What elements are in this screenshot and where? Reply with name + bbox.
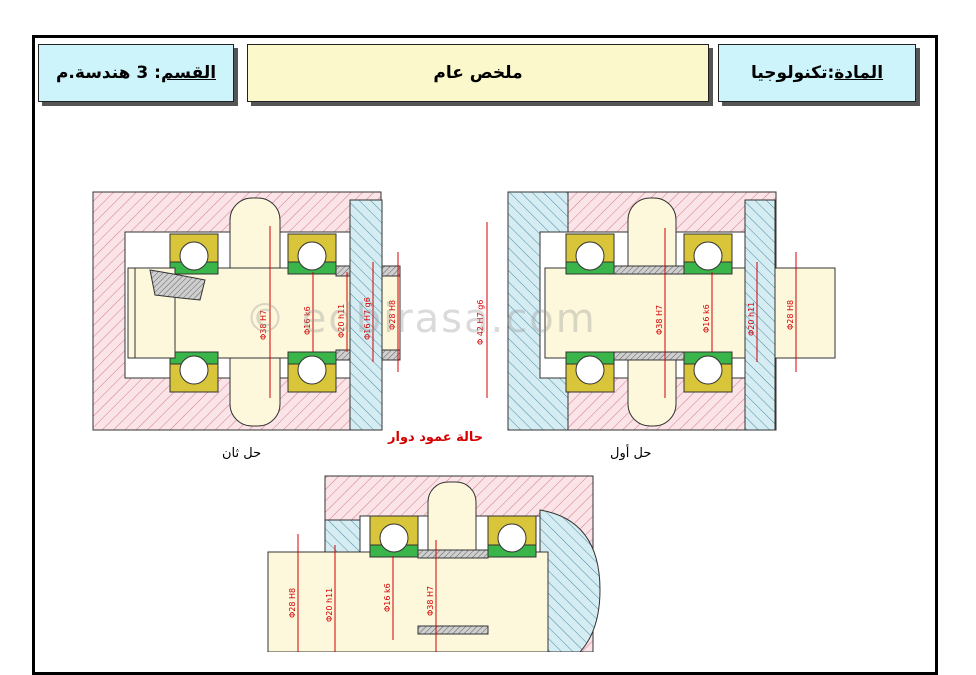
subject-label: المادة bbox=[834, 63, 884, 83]
left-dim-1: Φ38 H7 bbox=[259, 310, 268, 340]
department-label: القسم bbox=[160, 63, 217, 83]
department-box: القسم: 3 هندسة.م bbox=[38, 44, 234, 102]
right-dim-3: Φ16 k6 bbox=[702, 304, 711, 333]
title-box: ملخص عام bbox=[247, 44, 709, 102]
left-dim-2: Φ16 k6 bbox=[303, 306, 312, 335]
right-dim-1: Φ 42 H7 g6 bbox=[476, 300, 485, 345]
right-dim-2: Φ38 H7 bbox=[655, 305, 664, 335]
left-dim-5: Φ28 H8 bbox=[388, 300, 397, 330]
subject-box: المادة:تكنولوجيا bbox=[718, 44, 916, 102]
left-assembly: Φ38 H7 Φ16 k6 Φ20 h11 Φ16 H7 g6 Φ28 H8 bbox=[92, 191, 401, 431]
caption-second-solution: حل ثان bbox=[222, 446, 262, 461]
department-value: : 3 هندسة.م bbox=[55, 63, 161, 83]
engineering-drawing: Φ38 H7 Φ16 k6 Φ20 h11 Φ16 H7 g6 Φ28 H8 bbox=[92, 191, 836, 652]
subject-value: :تكنولوجيا bbox=[750, 63, 835, 83]
bottom-assembly: Φ28 H8 Φ20 h11 Φ16 k6 Φ38 H7 bbox=[267, 475, 601, 652]
left-dim-4: Φ16 H7 g6 bbox=[363, 297, 372, 340]
bottom-dim-1: Φ28 H8 bbox=[288, 588, 297, 618]
right-assembly: Φ 42 H7 g6 Φ38 H7 Φ16 k6 Φ20 h11 Φ28 H8 bbox=[476, 191, 836, 431]
bottom-dim-2: Φ20 h11 bbox=[325, 588, 334, 622]
right-dim-5: Φ28 H8 bbox=[786, 300, 795, 330]
right-dim-4: Φ20 h11 bbox=[747, 302, 756, 336]
page-title: ملخص عام bbox=[433, 63, 523, 83]
bottom-dim-4: Φ38 H7 bbox=[426, 586, 435, 616]
caption-case: حالة عمود دوار bbox=[388, 430, 484, 445]
left-dim-3: Φ20 h11 bbox=[337, 304, 346, 338]
watermark: © edbirasa.com bbox=[245, 296, 597, 342]
caption-first-solution: حل أول bbox=[610, 446, 652, 461]
bottom-dim-3: Φ16 k6 bbox=[383, 583, 392, 612]
